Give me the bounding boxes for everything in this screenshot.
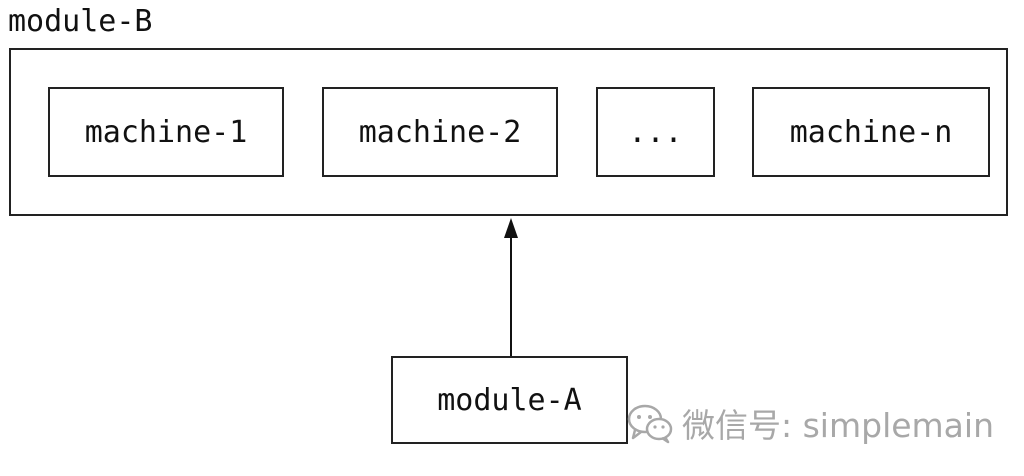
arrow-head — [504, 218, 518, 238]
machine-2-node: machine-2 — [322, 87, 558, 177]
machine-1-node: machine-1 — [48, 87, 284, 177]
watermark-text: 微信号: simplemain — [682, 406, 994, 445]
machine-n-node: machine-n — [752, 87, 990, 177]
ellipsis-node: ... — [596, 87, 715, 177]
module-b-label: module-B — [8, 4, 153, 39]
watermark: 微信号: simplemain — [626, 400, 994, 446]
wechat-icon — [627, 404, 673, 444]
module-a-node: module-A — [391, 356, 628, 444]
module-b-box — [9, 48, 1008, 216]
